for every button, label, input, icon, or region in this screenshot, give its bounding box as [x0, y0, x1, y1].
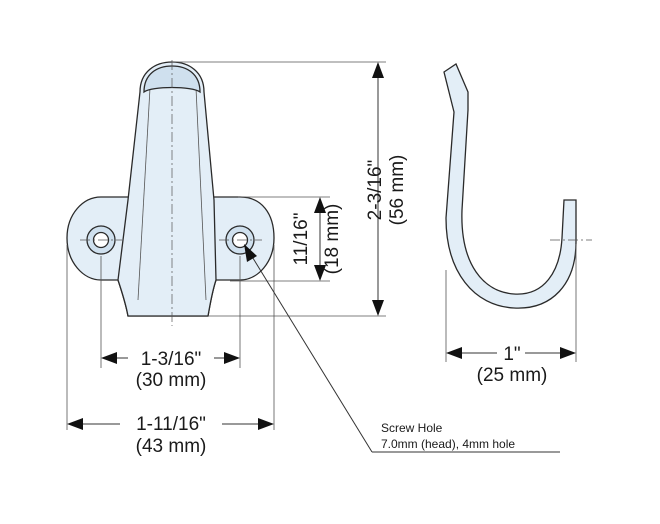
screw-hole-callout: Screw Hole 7.0mm (head), 4mm hole: [244, 244, 560, 453]
hook-profile: [443, 63, 577, 309]
base-width-metric: (43 mm): [136, 436, 207, 457]
front-view: [66, 60, 275, 326]
hook-stem: [117, 61, 217, 317]
callout-detail: 7.0mm (head), 4mm hole: [381, 437, 515, 451]
dimension-base-width: 1-11/16" (43 mm): [67, 411, 274, 457]
total-height-metric: (56 mm): [387, 155, 408, 226]
base-width-imperial: 1-11/16": [136, 414, 206, 435]
hook-depth-imperial: 1": [503, 344, 520, 365]
callout-title: Screw Hole: [381, 421, 443, 435]
hook-depth-metric: (25 mm): [477, 365, 548, 386]
dimension-total-height: 2-3/16" (56 mm): [365, 62, 408, 316]
hole-height-metric: (18 mm): [322, 204, 343, 275]
hole-height-imperial: 11/16": [291, 213, 312, 266]
hole-spacing-imperial: 1-3/16": [141, 349, 202, 370]
hole-spacing-metric: (30 mm): [136, 370, 207, 391]
dimension-hook-depth: 1" (25 mm): [446, 341, 576, 386]
dimension-hole-height: 11/16" (18 mm): [291, 197, 343, 281]
side-view: [443, 63, 592, 309]
dimension-hole-spacing: 1-3/16" (30 mm): [101, 346, 240, 391]
total-height-imperial: 2-3/16": [365, 160, 386, 221]
